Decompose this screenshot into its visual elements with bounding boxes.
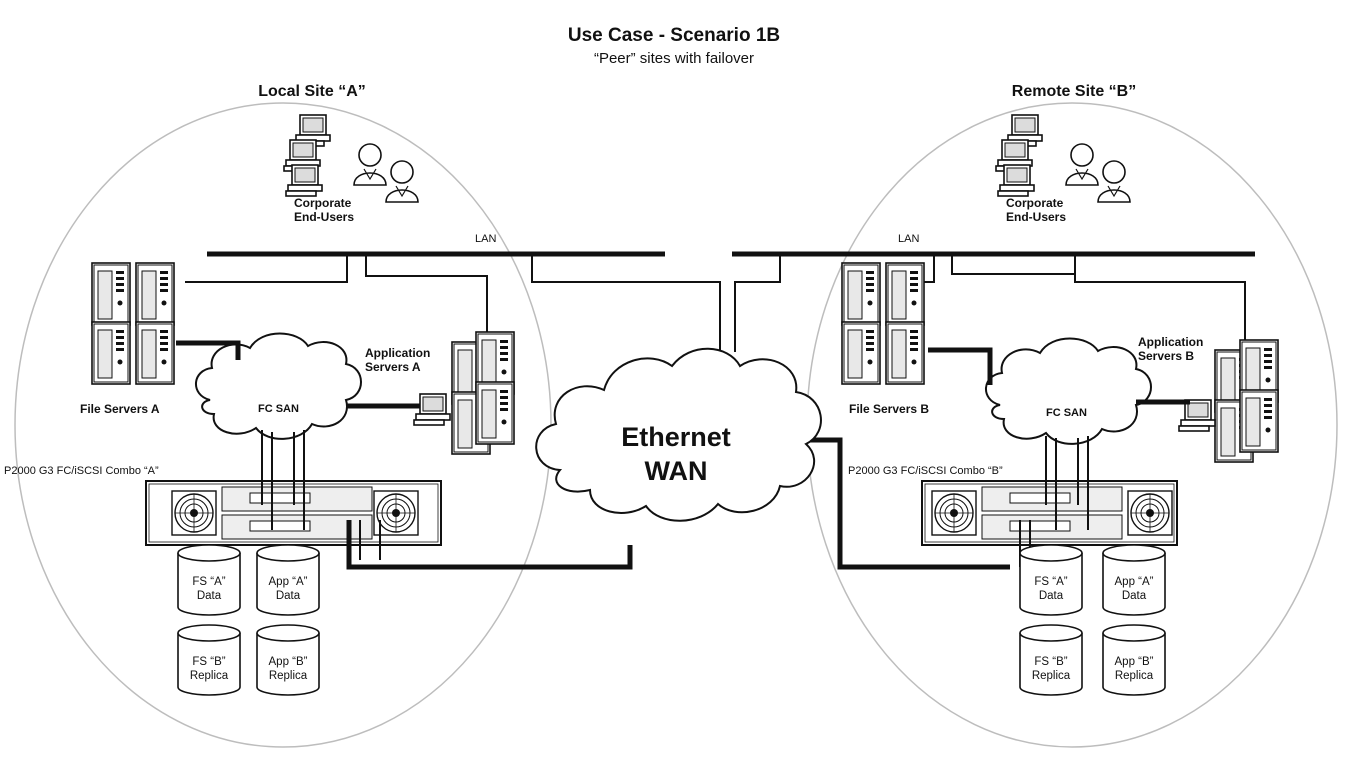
- volume-label: Data: [1122, 590, 1147, 602]
- volume-label: Data: [197, 590, 222, 602]
- remote-fc-san-cloud: [985, 337, 1152, 445]
- volume-label: FS “B”: [192, 656, 225, 668]
- remote-users-icon: [995, 114, 1131, 203]
- remote-storage-label: P2000 G3 FC/iSCSI Combo “B”: [848, 465, 1003, 477]
- remote-app-servers-label-1: Application: [1138, 335, 1203, 349]
- diagram-title: Use Case - Scenario 1B: [568, 25, 780, 46]
- volume-label: App “B”: [269, 656, 308, 668]
- local-file-servers-label: File Servers A: [80, 402, 160, 416]
- remote-fc-san-label: FC SAN: [1046, 407, 1087, 419]
- volume-label: App “B”: [1115, 656, 1154, 668]
- ethernet-wan-cloud: [535, 347, 822, 522]
- local-storage-array: [145, 480, 442, 546]
- local-app-servers-label-1: Application: [365, 346, 430, 360]
- remote-file-servers-label: File Servers B: [849, 402, 929, 416]
- local-users-icon: [283, 114, 419, 203]
- volume-label: Replica: [1115, 670, 1154, 682]
- local-file-servers-icon: [91, 262, 175, 385]
- volume-label: Data: [1039, 590, 1064, 602]
- remote-users-label-2: End-Users: [1006, 210, 1066, 224]
- remote-app-servers-label-2: Servers B: [1138, 349, 1194, 363]
- volume-label: App “A”: [269, 576, 308, 588]
- local-fc-san-cloud: [195, 332, 362, 440]
- local-site-title: Local Site “A”: [258, 83, 366, 100]
- diagram-subtitle: “Peer” sites with failover: [594, 50, 754, 67]
- remote-lan-label: LAN: [898, 233, 919, 245]
- volume-label: FS “B”: [1034, 656, 1067, 668]
- volume-label: App “A”: [1115, 576, 1154, 588]
- local-lan-label: LAN: [475, 233, 496, 245]
- remote-users-label-1: Corporate: [1006, 196, 1064, 210]
- volume-label: FS “A”: [1034, 576, 1067, 588]
- remote-storage-array: [921, 480, 1178, 546]
- remote-site-title: Remote Site “B”: [1012, 83, 1136, 100]
- local-fc-san-label: FC SAN: [258, 403, 299, 415]
- volume-label: Replica: [1032, 670, 1071, 682]
- remote-file-servers-icon: [841, 262, 925, 385]
- wan-label-2: WAN: [645, 456, 708, 486]
- volume-label: Replica: [269, 670, 308, 682]
- local-app-servers-label-2: Servers A: [365, 360, 421, 374]
- local-users-label-2: End-Users: [294, 210, 354, 224]
- local-storage-label: P2000 G3 FC/iSCSI Combo “A”: [4, 465, 159, 477]
- volume-label: Replica: [190, 670, 229, 682]
- volume-label: FS “A”: [192, 576, 225, 588]
- wan-label-1: Ethernet: [621, 422, 731, 452]
- local-users-label-1: Corporate: [294, 196, 352, 210]
- volume-label: Data: [276, 590, 301, 602]
